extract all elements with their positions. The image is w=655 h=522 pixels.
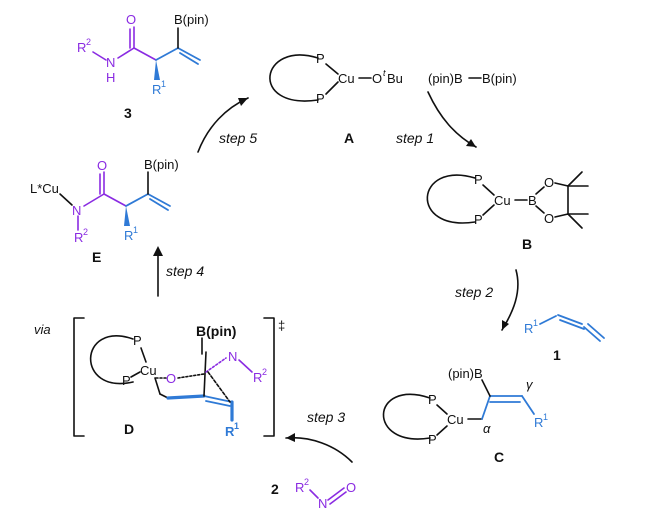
label-D: D xyxy=(124,421,134,437)
compound-A: P P Cu O t Bu A xyxy=(269,51,403,146)
e-r1: R xyxy=(124,228,133,243)
d-p-bottom: P xyxy=(122,373,131,388)
bracket-left xyxy=(73,317,85,437)
a-o: O xyxy=(372,71,382,86)
iso-r: R xyxy=(295,480,304,495)
reagent-b2pin2: (pin)B B(pin) xyxy=(428,71,517,86)
step-3-arrow xyxy=(285,436,353,463)
compound-B: P P Cu B O O B xyxy=(426,171,589,252)
d-n: N xyxy=(228,349,237,364)
iso-o: O xyxy=(346,480,356,495)
d-bpin: B(pin) xyxy=(196,323,236,339)
step-2-arrow xyxy=(501,269,519,331)
p3-r2-sup: 2 xyxy=(86,37,91,47)
b-o-top: O xyxy=(544,175,554,190)
c-r: R xyxy=(534,415,543,430)
b2pin2-right: B(pin) xyxy=(482,71,517,86)
compound-C: P P Cu (pin)B α γ R 1 C xyxy=(382,366,548,465)
c-r-sup: 1 xyxy=(543,412,548,422)
ligand-arc-d xyxy=(89,335,134,385)
step-2-label: step 2 xyxy=(455,284,493,300)
p3-o: O xyxy=(126,12,136,27)
p3-h: H xyxy=(106,70,115,85)
a-tbu: Bu xyxy=(387,71,403,86)
b-boron: B xyxy=(528,193,537,208)
ligand-arc-a xyxy=(269,54,319,102)
e-r2: R xyxy=(74,230,83,245)
d-o: O xyxy=(166,371,176,386)
step-1-label: step 1 xyxy=(396,130,434,146)
p3-r2: R xyxy=(77,40,86,55)
e-bpin: B(pin) xyxy=(144,157,179,172)
d-via: via xyxy=(34,322,51,337)
e-r2-sup: 2 xyxy=(83,227,88,237)
allene-r: R xyxy=(524,321,533,336)
e-cu: L*Cu xyxy=(30,181,59,196)
allene-r-sup: 1 xyxy=(533,318,538,328)
step-5-label: step 5 xyxy=(219,130,257,146)
c-p-bottom: P xyxy=(428,432,437,447)
c-cu: Cu xyxy=(447,412,464,427)
ligand-arc-c xyxy=(382,393,431,440)
b-p-bottom: P xyxy=(474,212,483,227)
compound-E: L*Cu N R 2 O R 1 B(pin) E xyxy=(30,157,179,265)
compound-D: via ‡ P P Cu O B(pin) N R 2 R 1 D xyxy=(34,317,285,439)
d-r2-sup: 2 xyxy=(262,367,267,377)
d-p-top: P xyxy=(133,333,142,348)
label-B: B xyxy=(522,236,532,252)
a-tbu-sup: t xyxy=(383,68,386,78)
e-n: N xyxy=(72,203,81,218)
step-3-label: step 3 xyxy=(307,409,345,425)
p3-n: N xyxy=(106,55,115,70)
iso-n: N xyxy=(318,496,327,511)
d-r2: R xyxy=(253,370,262,385)
allene-1: R 1 1 xyxy=(524,314,605,363)
b-p-top: P xyxy=(474,172,483,187)
label-2: 2 xyxy=(271,481,279,497)
label-C: C xyxy=(494,449,504,465)
b-o-bottom: O xyxy=(544,211,554,226)
p3-bpin: B(pin) xyxy=(174,12,209,27)
c-p-top: P xyxy=(428,392,437,407)
ligand-arc-b xyxy=(426,174,476,224)
d-cu: Cu xyxy=(140,363,157,378)
step-1-arrow xyxy=(427,91,477,148)
label-3: 3 xyxy=(124,105,132,121)
e-r1-sup: 1 xyxy=(133,225,138,235)
label-E: E xyxy=(92,249,101,265)
b-cu: Cu xyxy=(494,193,511,208)
bracket-right xyxy=(263,317,275,437)
label-1: 1 xyxy=(553,347,561,363)
a-p-bottom: P xyxy=(316,91,325,106)
p3-r1-sup: 1 xyxy=(161,79,166,89)
e-o: O xyxy=(97,158,107,173)
a-cu: Cu xyxy=(338,71,355,86)
c-alpha: α xyxy=(483,421,491,436)
d-dagger: ‡ xyxy=(278,318,285,333)
d-r1: R xyxy=(225,424,235,439)
a-p-top: P xyxy=(316,51,325,66)
iso-r-sup: 2 xyxy=(304,477,309,487)
label-A: A xyxy=(344,130,354,146)
c-gamma: γ xyxy=(526,377,534,392)
d-r1-sup: 1 xyxy=(234,421,239,431)
product-3: R 2 N H O R 1 B(pin) 3 xyxy=(77,12,209,121)
b2pin2-left: (pin)B xyxy=(428,71,463,86)
c-bpin: (pin)B xyxy=(448,366,483,381)
step-4-label: step 4 xyxy=(166,263,204,279)
p3-r1: R xyxy=(152,82,161,97)
isocyanate-2: 2 R 2 N O xyxy=(271,477,356,511)
